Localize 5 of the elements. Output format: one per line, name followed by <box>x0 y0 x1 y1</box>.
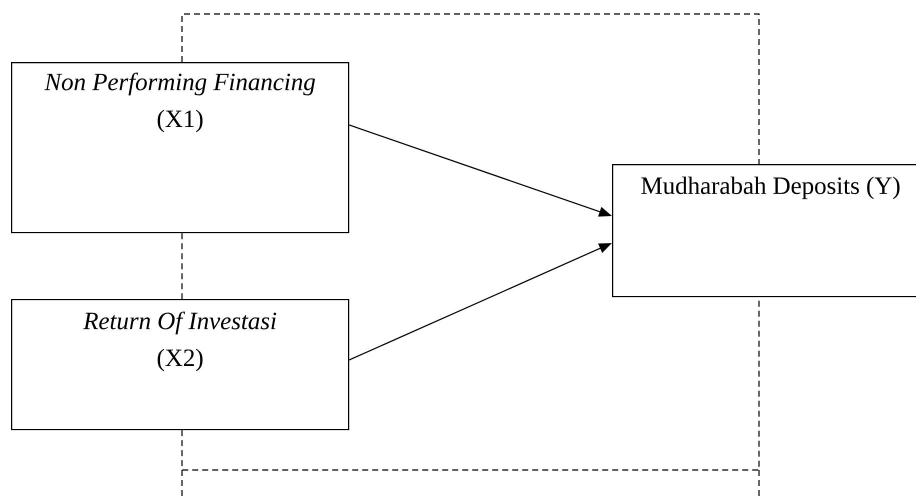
variable-box: Non Performing Financing (X1) <box>11 62 350 234</box>
dashed-connector <box>181 233 183 299</box>
variable-box: Return Of Investasi (X2) <box>11 298 350 430</box>
variable-box: Mudharabah Deposits (Y) <box>612 164 916 298</box>
dashed-connector <box>181 13 760 164</box>
